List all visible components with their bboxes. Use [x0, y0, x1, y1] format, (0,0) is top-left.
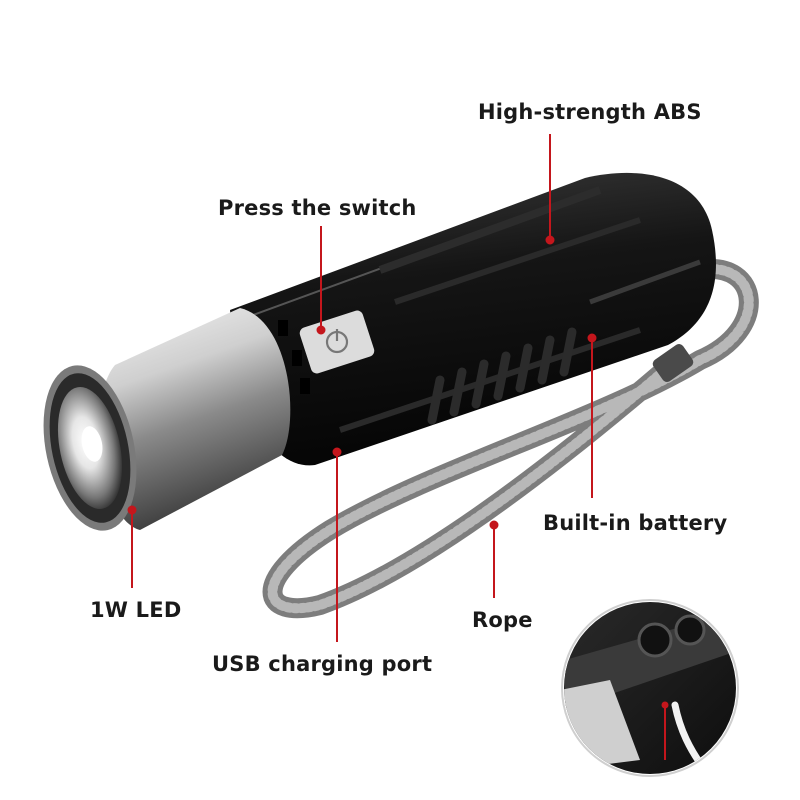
- rope: [262, 259, 759, 619]
- label-press-switch: Press the switch: [218, 196, 417, 220]
- label-led: 1W LED: [90, 598, 182, 622]
- label-usb-port: USB charging port: [212, 652, 433, 676]
- flashlight-body: [230, 172, 716, 466]
- callout-lines: [127, 134, 597, 642]
- label-high-strength-abs: High-strength ABS: [478, 100, 702, 124]
- metal-head: [43, 308, 291, 531]
- label-builtin-battery: Built-in battery: [543, 511, 728, 535]
- usb-port-detail-inset: [561, 599, 739, 777]
- label-rope: Rope: [472, 608, 533, 632]
- press-switch-button: [299, 310, 375, 374]
